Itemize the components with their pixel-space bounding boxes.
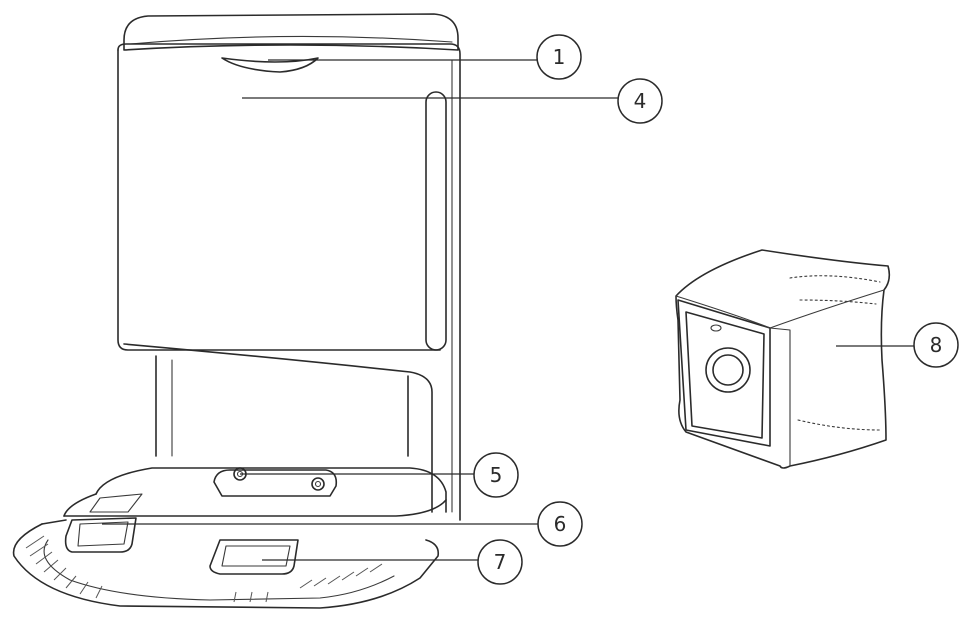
suction-port bbox=[64, 517, 137, 553]
callout-number: 8 bbox=[930, 333, 943, 357]
callout-1: 1 bbox=[536, 34, 582, 80]
callout-4: 4 bbox=[617, 78, 663, 124]
base-ramp bbox=[12, 467, 447, 609]
dust-bag bbox=[675, 249, 891, 469]
ramp-tread-left bbox=[25, 535, 269, 603]
callout-number: 5 bbox=[490, 463, 503, 487]
wheel-guide bbox=[209, 539, 299, 575]
leader-lines bbox=[102, 59, 914, 561]
callout-7: 7 bbox=[477, 539, 523, 585]
tower-column bbox=[155, 355, 409, 457]
callout-number: 7 bbox=[494, 550, 507, 574]
callout-6: 6 bbox=[537, 501, 583, 547]
ramp-tread-right bbox=[299, 563, 383, 589]
callout-8: 8 bbox=[913, 322, 959, 368]
callout-number: 6 bbox=[554, 512, 567, 536]
charging-contacts bbox=[213, 467, 338, 497]
callout-5: 5 bbox=[473, 452, 519, 498]
top-lid bbox=[123, 13, 459, 51]
tower-body bbox=[117, 43, 461, 521]
callout-number: 4 bbox=[634, 89, 647, 113]
callout-number: 1 bbox=[553, 45, 566, 69]
